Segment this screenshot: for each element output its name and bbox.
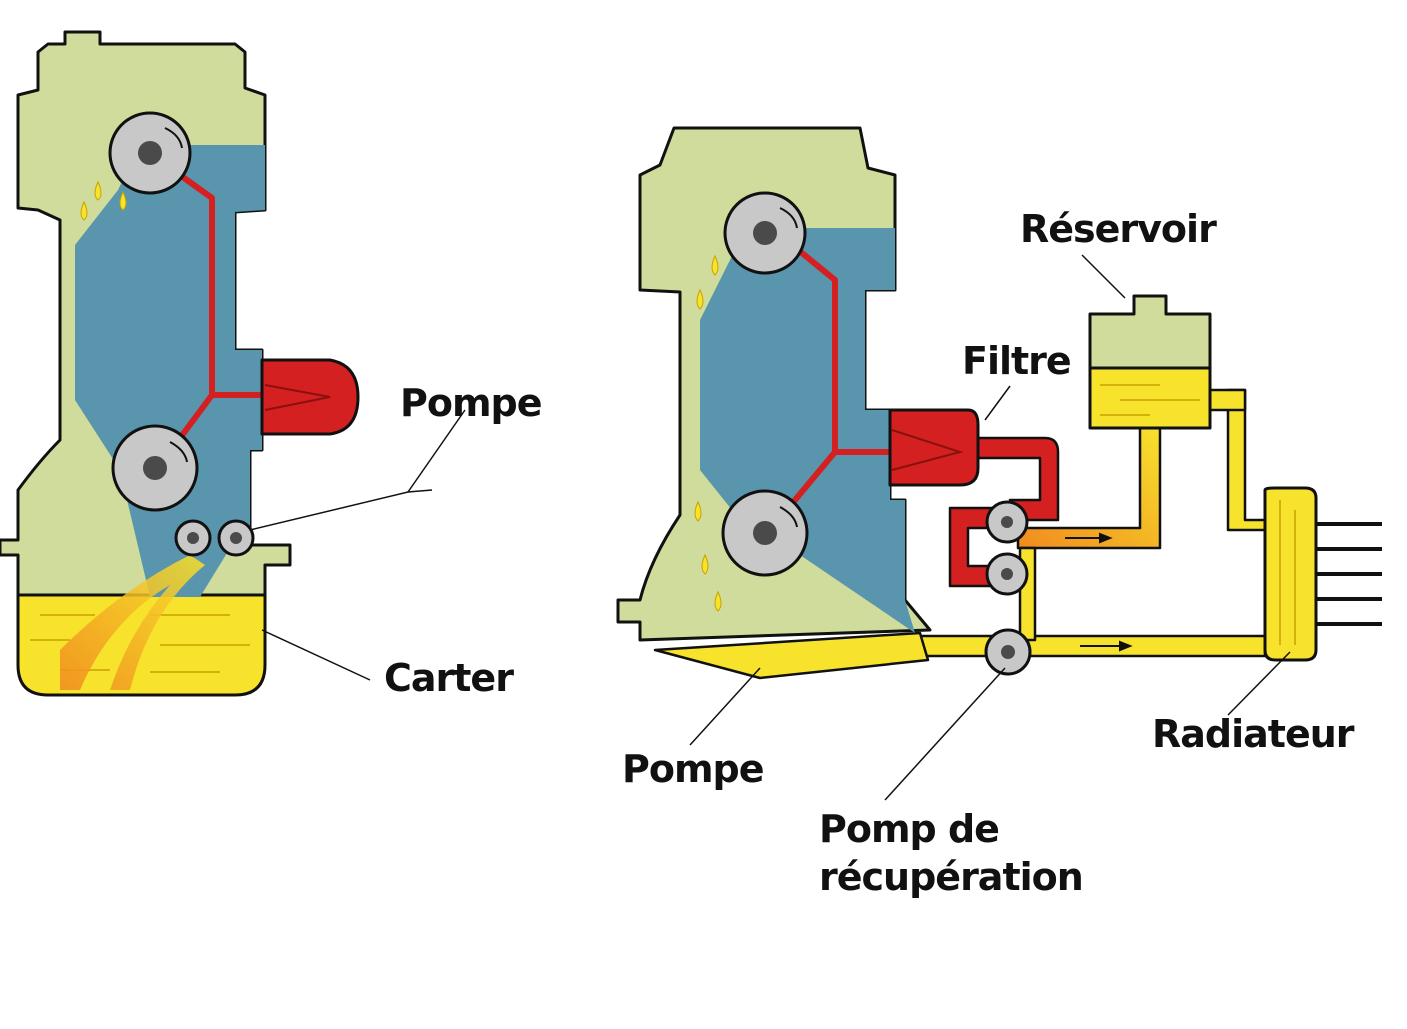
pompe-leader-left [249,489,433,531]
oil-drips-left [80,180,127,221]
oil-drips-right [694,254,722,612]
filter-housing [888,408,980,487]
crankcase-chamber-left [75,145,265,597]
radiator-fins [1316,522,1382,626]
carter-leader [261,629,371,681]
crankshaft-gear-right [721,489,809,577]
wet-sump-engine [0,30,466,697]
radiateur-leader [1227,651,1291,716]
pump-arrow-lines [264,384,331,411]
oil-ripples [30,614,250,673]
camshaft-gear-left [108,111,192,195]
scavenge-pump-gear [984,628,1032,676]
pompe-leader-left-2 [407,409,466,493]
oil-pump-gears-left [174,519,255,557]
label-filtre: Filtre [962,339,1072,383]
label-reservoir: Réservoir [1020,207,1217,251]
filtre-leader [984,385,1011,421]
label-pompe-right: Pompe [622,747,765,791]
pompe-leader-right [689,667,761,746]
label-radiateur: Radiateur [1152,712,1355,756]
flow-arrows [1065,532,1133,652]
oil-pickup-flow [60,555,205,690]
pressure-pump-left [260,358,360,436]
filter-arrow-lines [891,429,964,471]
recup-leader [884,667,1006,801]
label-carter: Carter [384,656,514,700]
pump-gears-right [985,500,1029,596]
reservoir-leader [1081,254,1126,299]
reservoir [1088,294,1212,430]
radiator [1263,486,1382,662]
camshaft-gear-right [723,191,807,275]
dry-sump-engine [616,126,1382,801]
label-pompe-recup-line2: récupération [819,855,1084,899]
crankshaft-gear-left [111,424,199,512]
label-pompe-left: Pompe [400,381,543,425]
label-pompe-recup-line1: Pomp de [819,807,1000,851]
